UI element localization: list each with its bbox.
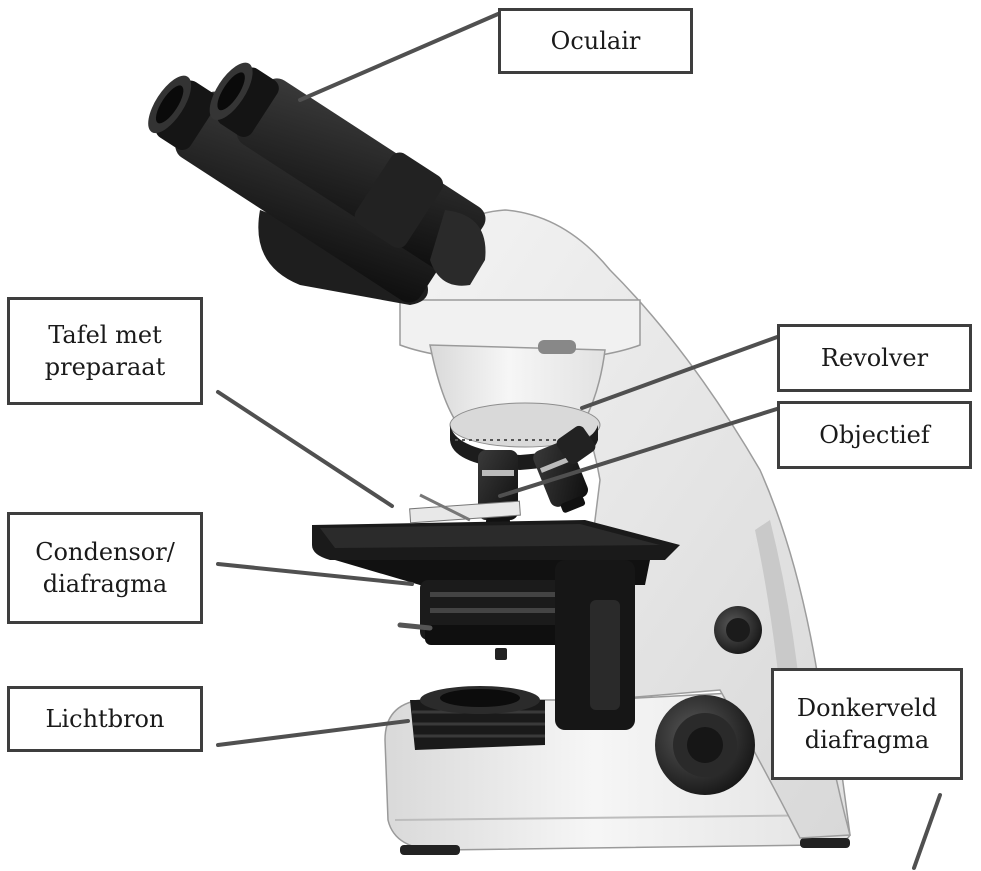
light-source bbox=[410, 686, 545, 750]
label-donkerveld-diafragma: Donkerveld diafragma bbox=[771, 668, 963, 780]
eyepiece-tubes bbox=[137, 48, 493, 307]
label-objectief: Objectief bbox=[777, 401, 972, 469]
focus-column bbox=[555, 560, 635, 730]
line-tafel bbox=[218, 392, 392, 506]
label-oculair: Oculair bbox=[498, 8, 693, 74]
line-lichtbron bbox=[218, 721, 408, 745]
label-tafel-met-preparaat: Tafel met preparaat bbox=[7, 297, 203, 405]
label-revolver: Revolver bbox=[777, 324, 972, 392]
label-lichtbron: Lichtbron bbox=[7, 686, 203, 752]
line-donkerveld bbox=[914, 795, 940, 868]
line-oculair bbox=[300, 14, 498, 100]
label-condensor-diafragma: Condensor/ diafragma bbox=[7, 512, 203, 624]
